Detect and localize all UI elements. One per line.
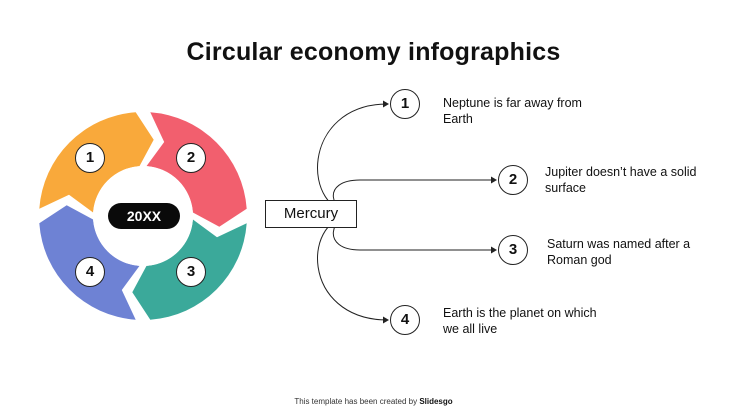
arrowhead-1 xyxy=(383,100,389,108)
arrowhead-2 xyxy=(491,176,497,184)
item-number-1: 1 xyxy=(390,89,420,119)
item-text-1: Neptune is far away from Earth xyxy=(443,96,582,126)
hub-label: Mercury xyxy=(265,200,357,228)
connector-line-3 xyxy=(332,213,496,251)
cycle-number-4: 4 xyxy=(75,257,105,287)
cycle-number-1: 1 xyxy=(75,143,105,173)
footer-prefix: This template has been created by xyxy=(294,397,418,406)
connector-line-1 xyxy=(317,103,389,215)
page-title: Circular economy infographics xyxy=(186,38,561,66)
connector-arrowheads xyxy=(383,100,497,324)
connector-line-2 xyxy=(332,179,496,215)
footer-credit: This template has been created by Slides… xyxy=(0,397,747,406)
footer-brand: Slidesgo xyxy=(419,397,453,406)
item-number-2: 2 xyxy=(498,165,528,195)
arrowhead-3 xyxy=(491,246,497,254)
item-text-2: Jupiter doesn’t have a solid surface xyxy=(545,165,697,195)
item-text-3: Saturn was named after a Roman god xyxy=(547,237,691,267)
cycle-number-3: 3 xyxy=(176,257,206,287)
connector-line-4 xyxy=(317,213,389,321)
item-text-4: Earth is the planet on which we all live xyxy=(443,306,597,336)
arrowhead-4 xyxy=(383,316,389,324)
cycle-number-2: 2 xyxy=(176,143,206,173)
item-number-4: 4 xyxy=(390,305,420,335)
item-number-3: 3 xyxy=(498,235,528,265)
cycle-center-label: 20XX xyxy=(108,203,180,229)
